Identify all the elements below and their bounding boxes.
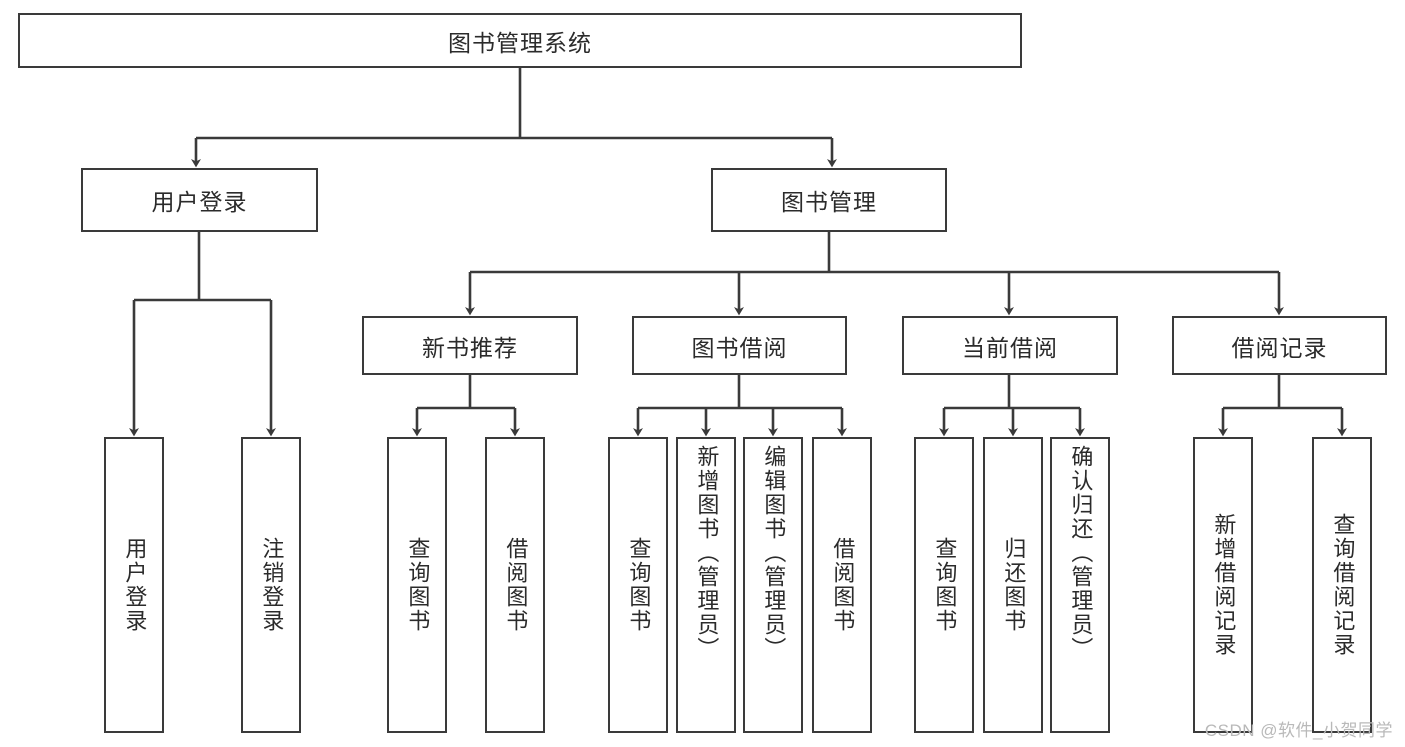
node-book-borrow-label: 图书借阅 (691, 334, 788, 361)
node-leaf-add-borrow-record[interactable]: 新增借阅记录 (1193, 437, 1253, 733)
node-leaf-add-book-admin[interactable]: 新增图书（管理员） (676, 437, 736, 733)
node-leaf-confirm-return-admin-label: 确认归还（管理员） (1068, 445, 1094, 661)
node-leaf-query-books-3-label: 查询图书 (932, 537, 958, 633)
node-leaf-query-books-1-label: 查询图书 (405, 537, 431, 633)
node-leaf-query-books-2[interactable]: 查询图书 (608, 437, 668, 733)
node-leaf-borrow-books-1-label: 借阅图书 (503, 537, 529, 633)
node-current-borrow[interactable]: 当前借阅 (902, 316, 1118, 375)
node-leaf-query-books-2-label: 查询图书 (626, 537, 652, 633)
node-borrow-records[interactable]: 借阅记录 (1172, 316, 1387, 375)
node-user-login[interactable]: 用户登录 (81, 168, 318, 232)
node-leaf-edit-book-admin-label: 编辑图书（管理员） (761, 445, 787, 661)
node-leaf-add-book-admin-label: 新增图书（管理员） (694, 445, 720, 661)
node-leaf-edit-book-admin[interactable]: 编辑图书（管理员） (743, 437, 803, 733)
node-leaf-borrow-books-1[interactable]: 借阅图书 (485, 437, 545, 733)
node-leaf-add-borrow-record-label: 新增借阅记录 (1211, 513, 1237, 657)
node-root[interactable]: 图书管理系统 (18, 13, 1022, 68)
node-leaf-query-books-1[interactable]: 查询图书 (387, 437, 447, 733)
node-leaf-query-borrow-record[interactable]: 查询借阅记录 (1312, 437, 1372, 733)
node-leaf-query-borrow-record-label: 查询借阅记录 (1330, 513, 1356, 657)
watermark-text: CSDN @软件_小贺同学 (1204, 721, 1393, 740)
node-leaf-return-books[interactable]: 归还图书 (983, 437, 1043, 733)
node-new-book-recommend-label: 新书推荐 (422, 334, 518, 361)
node-leaf-user-login[interactable]: 用户登录 (104, 437, 164, 733)
node-book-management[interactable]: 图书管理 (711, 168, 947, 232)
node-user-login-label: 用户登录 (151, 189, 248, 215)
node-book-borrow[interactable]: 图书借阅 (632, 316, 847, 375)
node-leaf-borrow-books-2[interactable]: 借阅图书 (812, 437, 872, 733)
node-leaf-query-books-3[interactable]: 查询图书 (914, 437, 974, 733)
node-current-borrow-label: 当前借阅 (962, 334, 1058, 361)
node-new-book-recommend[interactable]: 新书推荐 (362, 316, 578, 375)
node-book-management-label: 图书管理 (781, 189, 877, 215)
node-leaf-confirm-return-admin[interactable]: 确认归还（管理员） (1050, 437, 1110, 733)
node-leaf-return-books-label: 归还图书 (1001, 537, 1027, 633)
node-root-label: 图书管理系统 (448, 29, 592, 56)
node-leaf-logout[interactable]: 注销登录 (241, 437, 301, 733)
node-leaf-borrow-books-2-label: 借阅图书 (830, 537, 856, 633)
node-leaf-logout-label: 注销登录 (259, 537, 285, 633)
node-borrow-records-label: 借阅记录 (1231, 334, 1328, 361)
node-leaf-user-login-label: 用户登录 (122, 537, 148, 633)
